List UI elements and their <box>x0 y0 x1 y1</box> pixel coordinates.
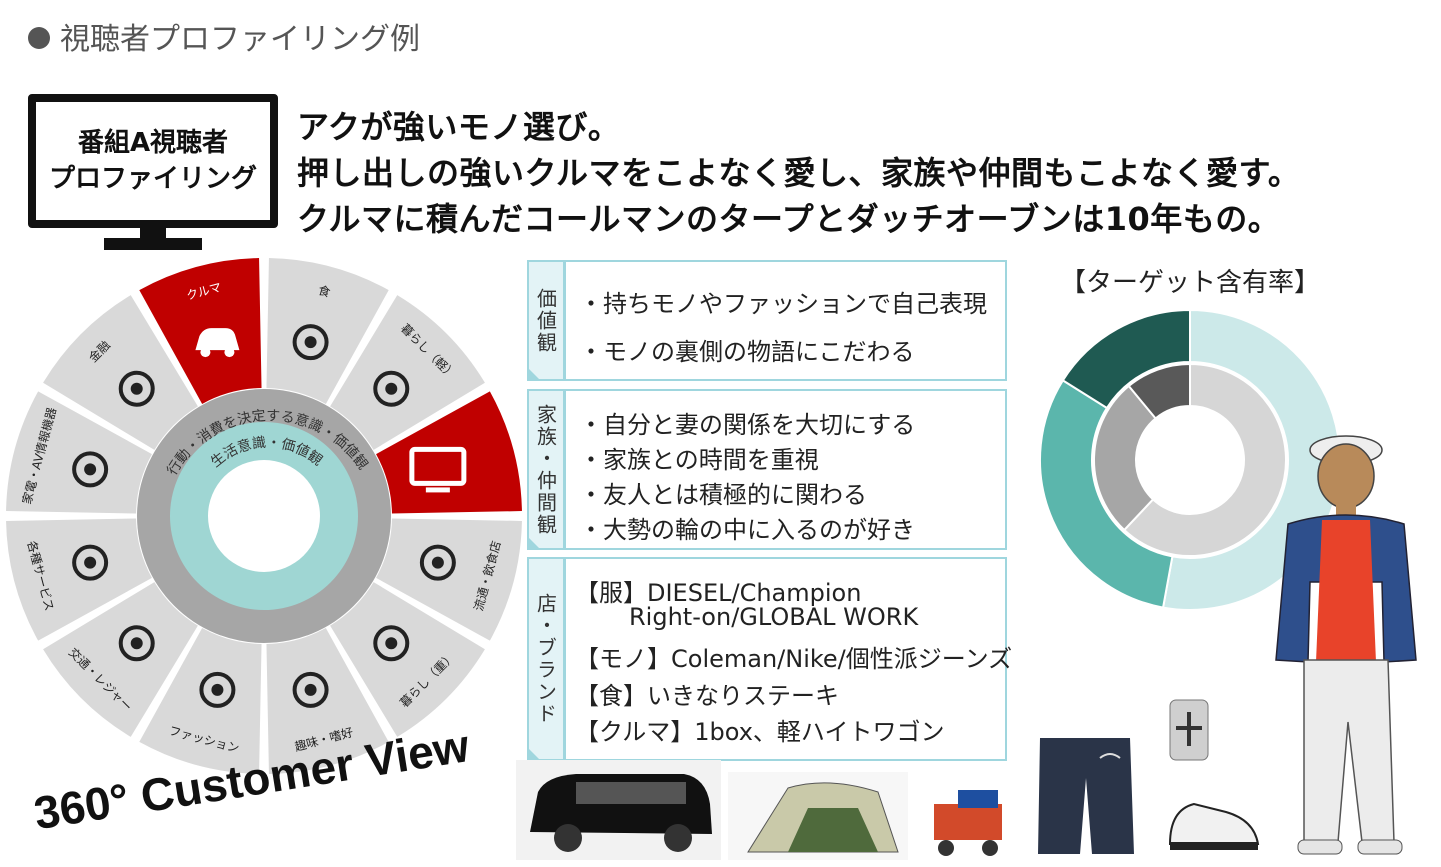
headline-line-2: 押し出しの強いクルマをこよなく愛し、家族や仲間もこよなく愛す。 <box>297 154 1301 192</box>
values-list: ・持ちモノやファッションで自己表現 ・モノの裏側の物語にこだわる <box>579 262 999 379</box>
tv-monitor-box: 番組A視聴者 プロファイリング <box>28 94 278 254</box>
bullet-dot-icon <box>28 26 50 49</box>
donut-slice <box>1039 378 1174 609</box>
headline-line-3: クルマに積んだコールマンのタープとダッチオーブンは10年もの。 <box>297 200 1281 238</box>
house-icon <box>373 625 410 662</box>
brands-tab: 店・ブランド <box>529 559 566 759</box>
jeans-photo <box>1038 738 1134 854</box>
wheel-segment <box>330 295 485 450</box>
values-panel: 価値観 ・持ちモノやファッションで自己表現 ・モノの裏側の物語にこだわる <box>527 260 1007 381</box>
minivan-photo <box>516 760 721 860</box>
wheel-segment <box>43 295 198 450</box>
donut-slice <box>1127 362 1191 420</box>
donut-slice <box>1093 384 1157 532</box>
appliance-icon <box>72 451 109 488</box>
brands-item: 【服】DIESEL/Champion <box>575 579 862 607</box>
brands-item: 【モノ】Coleman/Nike/個性派ジーンズ <box>575 645 1013 673</box>
wheel-segment <box>266 258 389 404</box>
wheel-segment <box>6 391 152 514</box>
wheel-segment <box>139 628 262 774</box>
headline-line-1: アクが強いモノ選び。 <box>297 108 621 146</box>
brands-item: 【クルマ】1box、軽ハイトワゴン <box>575 718 945 746</box>
monitor-line-2: プロファイリング <box>48 164 257 194</box>
brands-item: Right-on/GLOBAL WORK <box>629 603 919 631</box>
money-bag-icon <box>118 370 155 407</box>
brands-panel: 店・ブランド 【服】DIESEL/Champion Right-on/GLOBA… <box>527 557 1012 761</box>
food-icon <box>292 324 329 361</box>
brands-item: 【食】いきなりステーキ <box>575 682 839 710</box>
monitor-screen: 番組A視聴者 プロファイリング <box>28 94 278 228</box>
family-item: ・家族との時間を重視 <box>579 446 819 474</box>
panel-notch <box>529 749 541 761</box>
donut-inner-ring <box>1093 362 1287 557</box>
lighter-photo <box>1169 699 1209 761</box>
page-title: 視聴者プロファイリング例 <box>28 14 420 58</box>
family-list: ・自分と妻の関係を大切にする ・家族との時間を重視 ・友人とは積極的に関わる ・… <box>579 391 999 548</box>
tent-photo <box>728 772 908 860</box>
wheel-segment <box>43 582 198 737</box>
family-item: ・自分と妻の関係を大切にする <box>579 411 916 439</box>
wheel-segment-label: 食 <box>317 282 332 300</box>
family-tab: 家族・仲間観 <box>529 391 566 548</box>
wheel-segment <box>139 258 262 404</box>
wheel-segment <box>330 582 485 737</box>
panel-notch <box>529 538 541 550</box>
monitor-stand <box>104 238 202 250</box>
customer-view-wheel: 行動・消費を決定する意識・価値観 生活意識・価値観 食暮らし（軽）流通・飲食店暮… <box>6 258 522 839</box>
family-panel: 家族・仲間観 ・自分と妻の関係を大切にする ・家族との時間を重視 ・友人とは積極… <box>527 389 1007 550</box>
shop-icon <box>419 544 456 581</box>
family-item: ・友人とは積極的に関わる <box>579 481 867 509</box>
monitor-neck <box>140 228 166 238</box>
family-item: ・大勢の輪の中に入るのが好き <box>579 516 915 544</box>
values-item: ・モノの裏側の物語にこだわる <box>579 338 915 366</box>
church-person-icon <box>72 544 109 581</box>
tv-icon <box>409 446 467 493</box>
cart-photo <box>934 790 1002 856</box>
sneaker-photo <box>1168 802 1260 850</box>
brands-list: 【服】DIESEL/Champion Right-on/GLOBAL WORK … <box>575 559 1012 759</box>
wheel-segment <box>266 628 389 774</box>
car-icon <box>195 328 240 358</box>
monitor-line-1: 番組A視聴者 <box>77 128 229 158</box>
dress-icon <box>199 671 236 708</box>
wheel-center <box>208 460 320 572</box>
wheel-segments <box>6 258 522 774</box>
detergent-icon <box>373 370 410 407</box>
donut-slice <box>1122 362 1287 557</box>
wheel-segment <box>376 518 522 641</box>
values-tab: 価値観 <box>529 262 566 379</box>
values-item: ・持ちモノやファッションで自己表現 <box>579 290 987 318</box>
panel-notch <box>529 369 541 381</box>
plane-train-icon <box>118 625 155 662</box>
profile-headline: アクが強いモノ選び。 押し出しの強いクルマをこよなく愛し、家族や仲間もこよなく愛… <box>297 104 1417 242</box>
donut-slice <box>1061 308 1191 410</box>
wheel-segment <box>6 518 152 641</box>
donut-title: 【ターゲット含有率】 <box>1060 268 1321 298</box>
target-person-illustration <box>1275 435 1417 855</box>
golf-icon <box>292 671 329 708</box>
